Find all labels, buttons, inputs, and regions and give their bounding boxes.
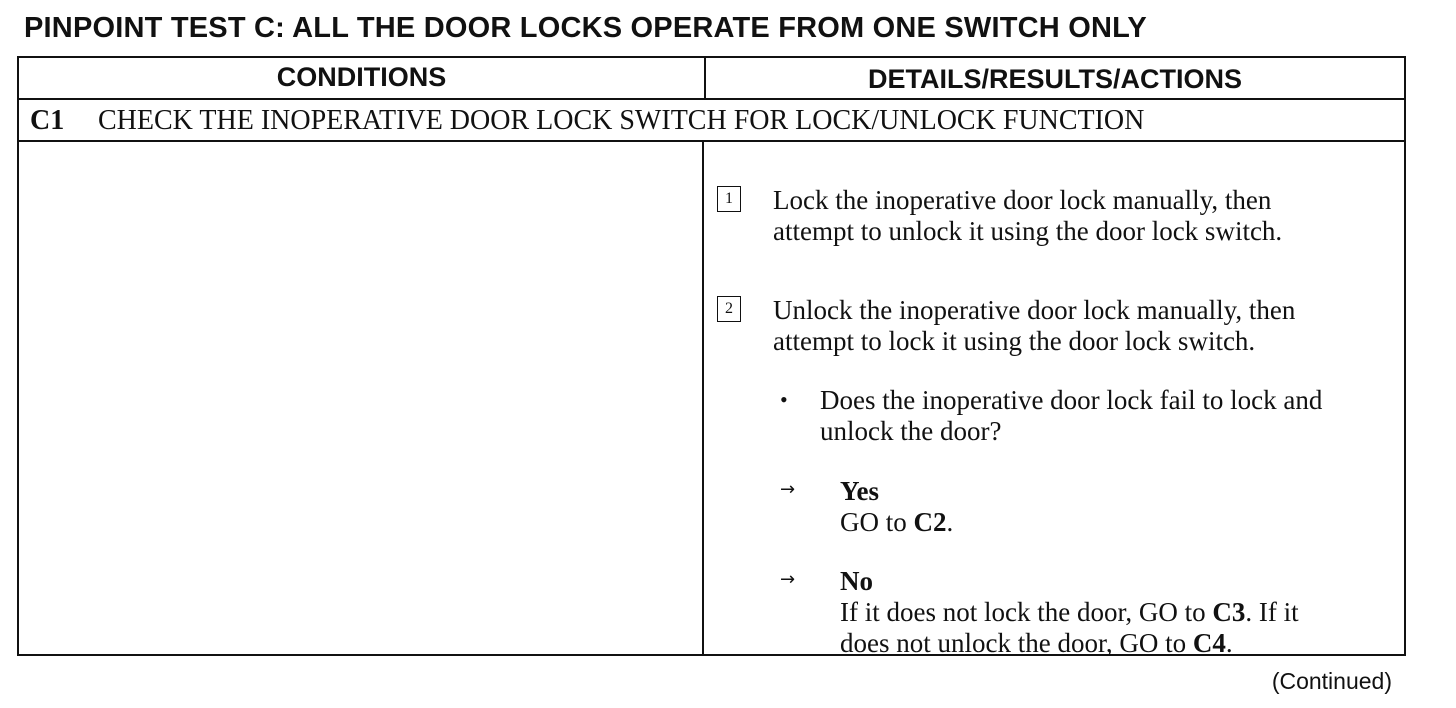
action-number-box: 1: [717, 186, 741, 212]
result-text-prefix: If it does not lock the door, GO to: [840, 597, 1213, 627]
result-text: GO to C2.: [840, 507, 953, 538]
step-reference: C3: [1212, 597, 1246, 627]
arrow-right-icon: →: [780, 479, 796, 500]
result-text-suffix: .: [1225, 628, 1233, 658]
result-text: If it does not lock the door, GO to C3. …: [840, 597, 1299, 628]
action-line: attempt to lock it using the door lock s…: [773, 326, 1256, 356]
header-divider: [17, 98, 1406, 100]
result-text: does not unlock the door, GO to C4.: [840, 628, 1299, 659]
result-text-suffix: .: [946, 507, 954, 537]
step-heading: CHECK THE INOPERATIVE DOOR LOCK SWITCH F…: [98, 105, 1145, 136]
action-line: Lock the inoperative door lock manually,…: [773, 185, 1272, 215]
diagnostic-table: [17, 56, 1406, 656]
result-text-prefix: does not unlock the door, GO to: [840, 628, 1193, 658]
result-no: No If it does not lock the door, GO to C…: [840, 566, 1299, 659]
result-text-prefix: GO to: [840, 507, 914, 537]
step-reference: C2: [913, 507, 947, 537]
column-divider-header: [704, 56, 706, 99]
column-divider-body: [702, 141, 704, 656]
action-line: attempt to unlock it using the door lock…: [773, 216, 1283, 246]
result-yes: Yes GO to C2.: [840, 476, 953, 538]
continued-note: (Continued): [1271, 668, 1392, 694]
action-line: Unlock the inoperative door lock manuall…: [773, 295, 1296, 325]
conditions-header: CONDITIONS: [276, 62, 447, 92]
step-divider: [17, 140, 1406, 142]
step-heading-row: C1 CHECK THE INOPERATIVE DOOR LOCK SWITCH…: [30, 105, 1144, 137]
question-text: Does the inoperative door lock fail to l…: [820, 385, 1322, 447]
question-line: unlock the door?: [820, 416, 1002, 446]
action-number-box: 2: [717, 296, 741, 322]
result-label: No: [840, 566, 873, 596]
arrow-right-icon: →: [780, 569, 796, 590]
action-text: Lock the inoperative door lock manually,…: [773, 185, 1282, 247]
step-reference: C4: [1192, 628, 1226, 658]
result-text-suffix: . If it: [1245, 597, 1299, 627]
step-id: C1: [30, 105, 65, 136]
details-header: DETAILS/RESULTS/ACTIONS: [867, 64, 1242, 94]
result-label: Yes: [840, 476, 879, 506]
question-line: Does the inoperative door lock fail to l…: [820, 385, 1323, 415]
page-title: PINPOINT TEST C: ALL THE DOOR LOCKS OPER…: [24, 12, 1147, 44]
bullet-icon: •: [780, 387, 788, 412]
action-text: Unlock the inoperative door lock manuall…: [773, 295, 1295, 357]
